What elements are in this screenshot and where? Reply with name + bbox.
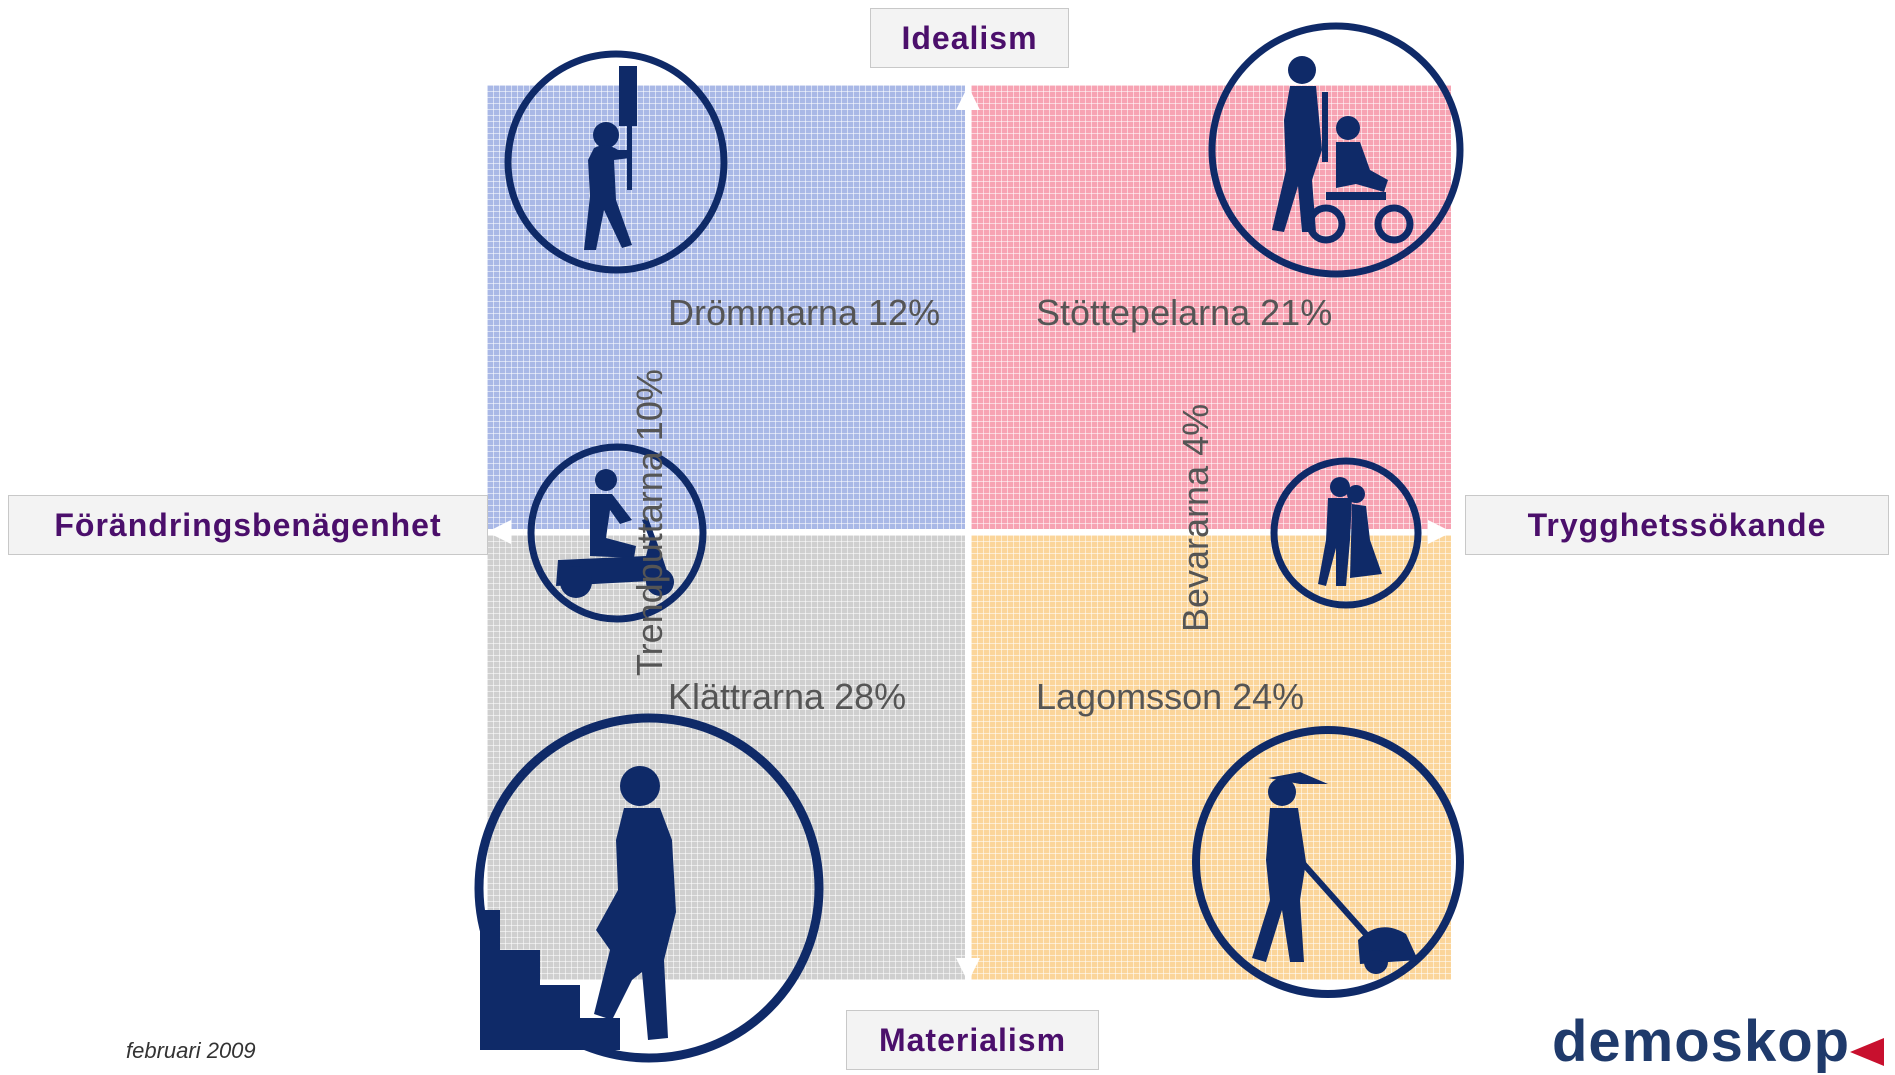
axis-label-right: Trygghetssökande — [1465, 495, 1889, 555]
axis-label-bottom: Materialism — [846, 1010, 1099, 1070]
segment-label-left-vertical: Trendputtarna 10% — [629, 369, 670, 676]
segment-label-top-left: Drömmarna 12% — [668, 292, 941, 333]
dancing-couple-icon — [1270, 457, 1422, 609]
person-climbing-stairs-icon — [474, 713, 824, 1063]
footer-date: februari 2009 — [126, 1038, 256, 1063]
quadrant-bottom-right — [971, 535, 1451, 980]
quadrant-bottom-left — [487, 535, 965, 980]
axis-label-left: Förändringsbenägenhet — [8, 495, 488, 555]
person-pushing-wheelchair-icon — [1208, 22, 1464, 278]
logo-arrow-icon — [1850, 1038, 1884, 1066]
segment-label-right-vertical: Bevararna 4% — [1175, 403, 1216, 632]
axis-label-top: Idealism — [870, 8, 1069, 68]
segment-label-bottom-left: Klättrarna 28% — [668, 676, 907, 717]
segment-label-top-right: Stöttepelarna 21% — [1036, 292, 1333, 333]
demoskop-logo: demoskop — [1552, 1009, 1851, 1074]
scooter-rider-icon — [527, 443, 707, 623]
protester-with-sign-icon — [504, 50, 728, 274]
person-mowing-lawn-icon — [1192, 726, 1464, 998]
segment-label-bottom-right: Lagomsson 24% — [1036, 676, 1305, 717]
